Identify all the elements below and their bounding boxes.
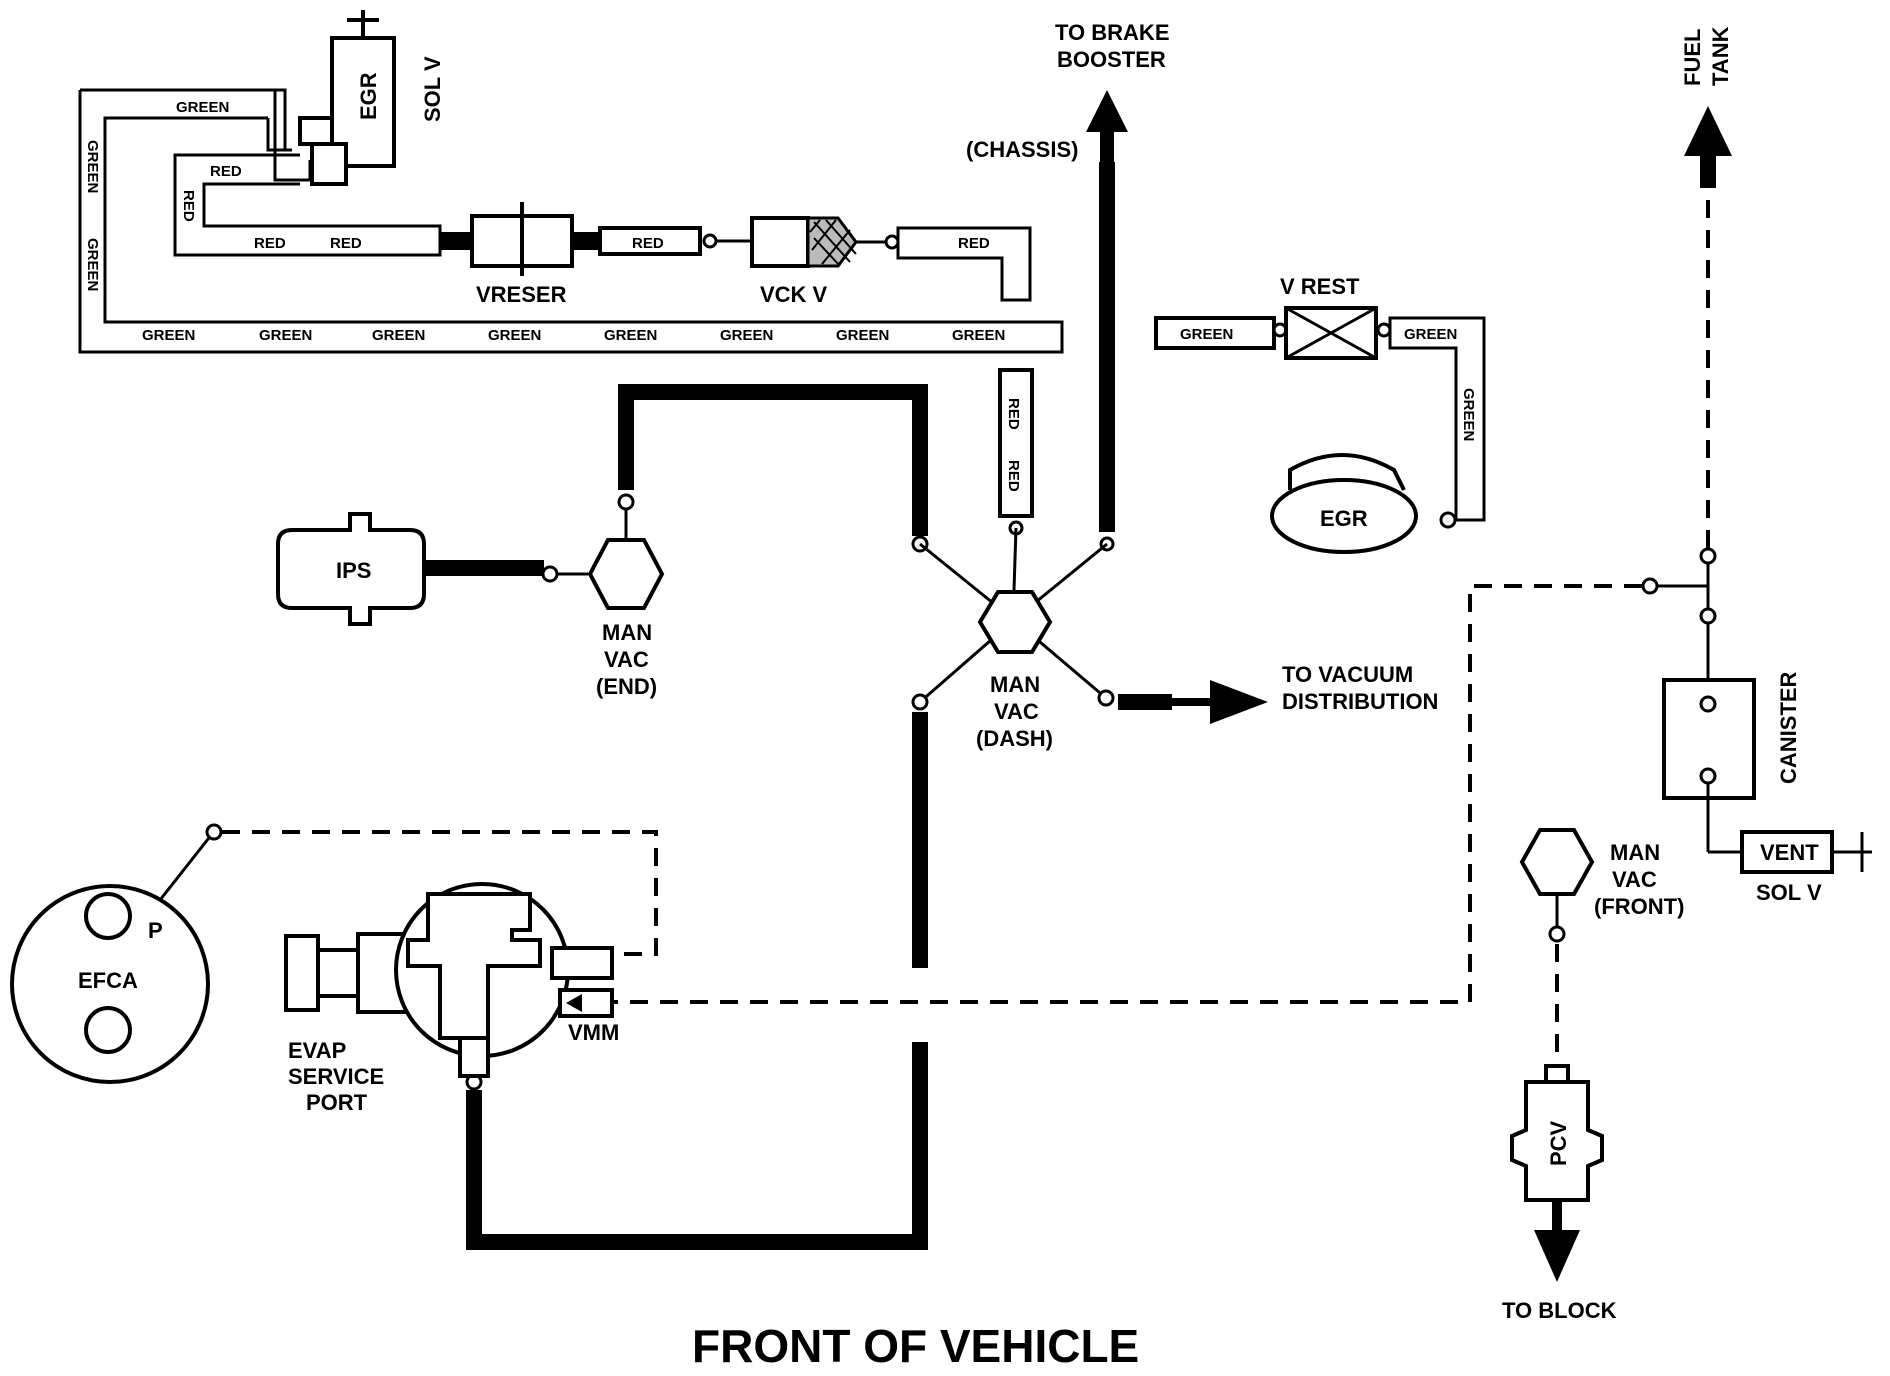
egr-solenoid-valve: EGR SOL V [298, 10, 445, 186]
chassis-label: (CHASSIS) [966, 137, 1078, 162]
hose-label-green: GREEN [604, 327, 657, 344]
hose-label-green: GREEN [142, 327, 195, 344]
red-hose-loop: RED RED RED RED [173, 153, 442, 257]
brake-booster-label-line1: TO BRAKE [1055, 20, 1170, 45]
manifold-vacuum-dash: MAN VAC (DASH) [919, 527, 1108, 751]
brake-booster-line: TO BRAKE BOOSTER (CHASSIS) [966, 20, 1170, 552]
vacuum-distribution-label-line2: DISTRIBUTION [1282, 689, 1438, 714]
diagram-title: FRONT OF VEHICLE [692, 1320, 1139, 1372]
hose-label-green: GREEN [836, 327, 889, 344]
efca-port-label: P [148, 918, 163, 943]
hose-label-red: RED [330, 235, 362, 252]
man-vac-dash-label-line1: MAN [990, 672, 1040, 697]
brake-booster-label-line2: BOOSTER [1057, 47, 1166, 72]
manifold-vacuum-end: MAN VAC (END) [587, 508, 665, 699]
ips-label: IPS [336, 558, 371, 583]
hose-label-green: GREEN [84, 140, 101, 193]
man-vac-front-label-line2: VAC [1612, 867, 1657, 892]
man-vac-end-label-line3: (END) [596, 674, 657, 699]
hose-label-red: RED [632, 235, 664, 252]
ips-sensor: IPS [276, 512, 588, 626]
vacuum-distribution-label-line1: TO VACUUM [1282, 662, 1413, 687]
hose-label-red: RED [180, 190, 197, 222]
vacuum-distribution-line: TO VACUUM DISTRIBUTION [1097, 662, 1438, 724]
hose-label-green: GREEN [259, 327, 312, 344]
red-vertical-hose: RED RED [998, 368, 1034, 536]
man-vac-end-label-line1: MAN [602, 620, 652, 645]
to-block-label: TO BLOCK [1502, 1298, 1617, 1323]
man-vac-end-loop [617, 384, 929, 553]
man-vac-end-label-line2: VAC [604, 647, 649, 672]
evap-service-port-label-line3: PORT [306, 1090, 368, 1115]
canister: CANISTER [1662, 671, 1801, 854]
hose-label-green: GREEN [1404, 326, 1457, 343]
vacuum-restrictor: GREEN GREEN GREEN V REST [1154, 274, 1486, 522]
hose-label-green: GREEN [176, 99, 229, 116]
hose-label-green: GREEN [720, 327, 773, 344]
hose-label-red: RED [210, 163, 242, 180]
hose-label-red: RED [1005, 398, 1022, 430]
evap-service-port-label-line2: SERVICE [288, 1064, 384, 1089]
fuel-tank-line: FUEL TANK [1680, 26, 1733, 565]
vent-solenoid-valve: VENT SOL V [1740, 830, 1872, 905]
man-vac-front-label-line1: MAN [1610, 840, 1660, 865]
hose-label-green: GREEN [488, 327, 541, 344]
hose-label-green: GREEN [952, 327, 1005, 344]
vacuum-check-valve: VCK V [750, 216, 900, 307]
hose-label-green: GREEN [1460, 388, 1477, 441]
hose-label-red: RED [254, 235, 286, 252]
fuel-tank-label-line2: TANK [1708, 26, 1733, 86]
manifold-vacuum-front: MAN VAC (FRONT) [1519, 828, 1684, 943]
hose-label-red: RED [1005, 460, 1022, 492]
efca-label: EFCA [78, 968, 138, 993]
hose-label-green: GREEN [84, 238, 101, 291]
hose-label-green: GREEN [1180, 326, 1233, 343]
egr-valve: EGR [1270, 453, 1457, 554]
man-vac-dash-label-line2: VAC [994, 699, 1039, 724]
vent-sol-v-label: SOL V [1756, 880, 1822, 905]
efca-sensor: EFCA P [10, 823, 658, 1084]
man-vac-dash-label-line3: (DASH) [976, 726, 1053, 751]
red-hose-end: RED [896, 226, 1032, 302]
pcv-valve: PCV TO BLOCK [1502, 944, 1617, 1323]
pcv-label: PCV [1546, 1120, 1571, 1166]
green-labels-top: GREEN GREEN GREEN GREEN GREEN GREEN GREE… [84, 99, 1005, 344]
vreser-label: VRESER [476, 282, 567, 307]
evap-service-port-label-line1: EVAP [288, 1038, 346, 1063]
egr-solenoid-label: EGR [356, 72, 381, 120]
vent-label: VENT [1760, 840, 1819, 865]
fuel-tank-label-line1: FUEL [1680, 29, 1705, 86]
vck-v-label: VCK V [760, 282, 828, 307]
throttle-body: EVAP SERVICE PORT VMM [284, 882, 619, 1115]
throttle-body-hose [465, 693, 929, 1250]
vmm-label: VMM [568, 1020, 619, 1045]
vacuum-reservoir: VRESER [440, 202, 600, 307]
canister-label: CANISTER [1776, 671, 1801, 784]
egr-solenoid-tag: SOL V [420, 56, 445, 122]
hose-label-red: RED [958, 235, 990, 252]
v-rest-label: V REST [1280, 274, 1360, 299]
hose-label-green: GREEN [372, 327, 425, 344]
egr-valve-label: EGR [1320, 506, 1368, 531]
man-vac-front-label-line3: (FRONT) [1594, 894, 1684, 919]
red-hose-segment: RED [598, 226, 752, 256]
